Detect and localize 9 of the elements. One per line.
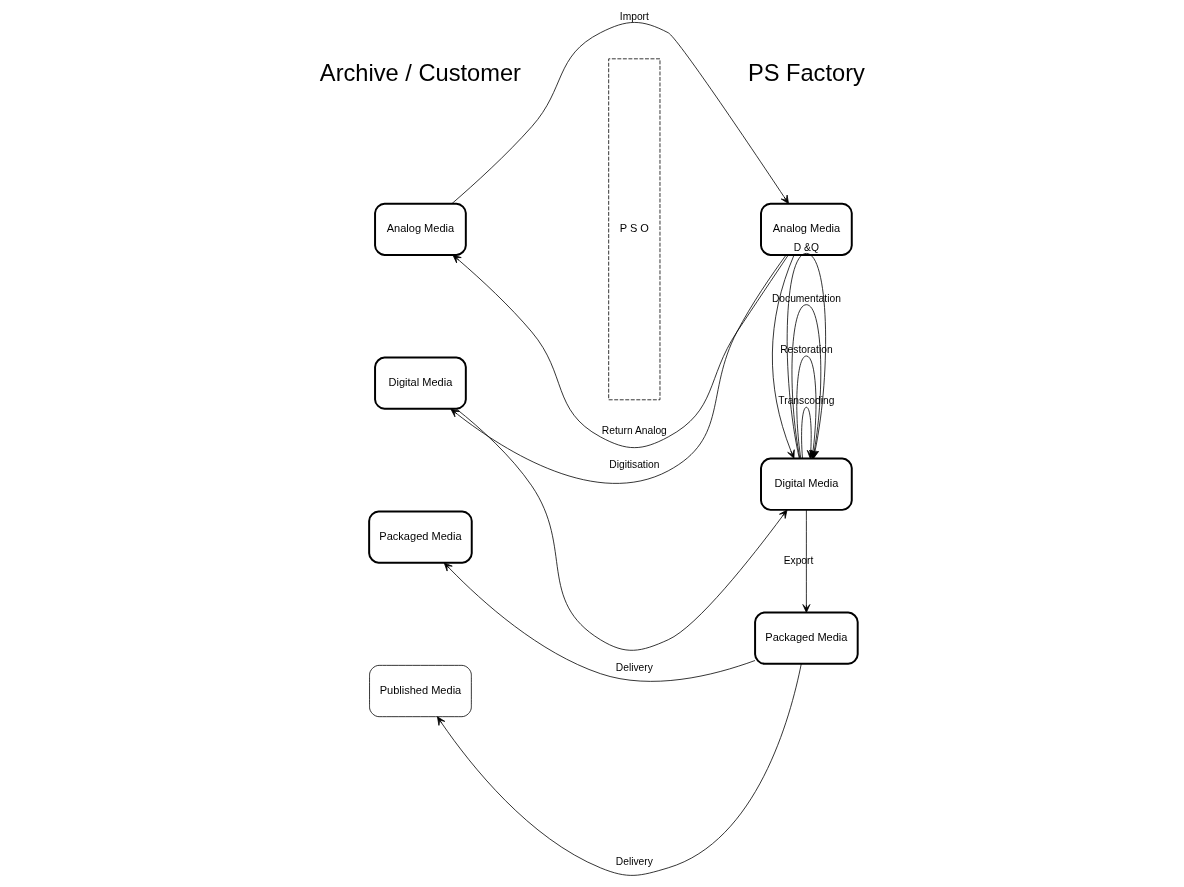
edge-label: Delivery (615, 855, 653, 867)
edge-label: D &Q (793, 241, 819, 253)
edge-label: Delivery (615, 661, 653, 673)
label: PS Factory (747, 60, 865, 87)
edge-label: Digitisation (608, 458, 659, 470)
edge-label: Return Analog (601, 425, 667, 437)
edge-label: Documentation (771, 292, 841, 304)
edge-label: Import (619, 10, 649, 22)
label: Archive / Customer (319, 60, 521, 87)
